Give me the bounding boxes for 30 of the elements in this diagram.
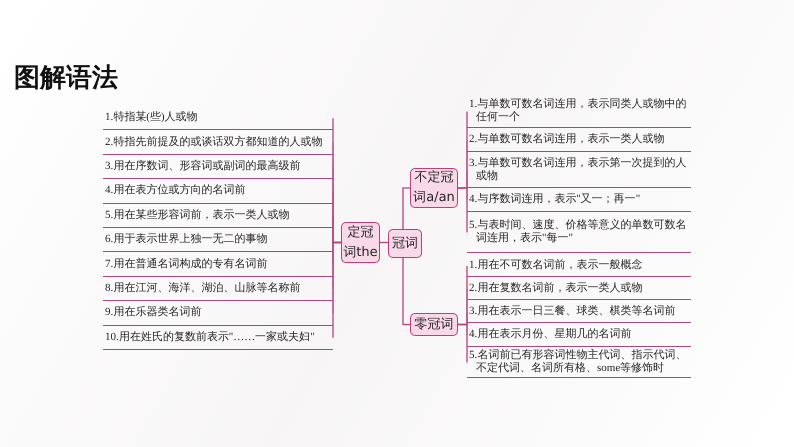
connector-line [402,258,410,326]
page-title: 图解语法 [14,62,118,95]
rule-line-item: 1.与单数可数名词连用，表示同类人或物中的任何一个 [467,95,691,128]
connector-line [402,187,410,229]
connector-line [458,187,468,232]
rule-line-item: 9.用在乐器类名词前 [103,301,333,326]
rule-line-item: 1.特指某(些)人或物 [103,106,333,130]
branch-topic-box: 定冠词the [341,222,380,263]
rule-line-item: 4.用在表示月份、星期几的名词前 [467,323,691,347]
rule-line-item: 7.用在普通名词构成的专有名词前 [103,252,333,277]
branch-topic-box: 零冠词 [410,313,458,336]
rule-line-item: 8.用在江河、海洋、湖泊、山脉等名称前 [103,276,333,302]
rule-line-item: 6.用于表示世界上独一无二的事物 [103,228,333,252]
rule-line-item: 4.与序数词连用，表示"又一；再一" [467,188,691,212]
rule-line-item: 3.用在序数词、形容词或副词的最高级前 [103,154,333,180]
rule-line-item: 4.用在表方位或方向的名词前 [103,179,333,204]
rule-line-item: 5.名词前已有形容词性物主代词、指示代词、不定代词、名词所有格、some等修饰时 [467,347,691,378]
rule-line-item: 10.用在姓氏的复数前表示"……一家或夫妇" [103,326,333,350]
rule-line-item: 5.与表时间、速度、价格等意义的单数可数名词连用，表示"每一" [467,212,691,253]
connector-line [458,324,468,362]
rule-line-item: 3.与单数可数名词连用，表示第一次提到的人或物 [467,152,691,188]
branch-topic-box: 不定冠词a/an [410,168,458,208]
rule-line-item: 2.用在复数名词前，表示一类人或物 [467,277,691,300]
rule-line-item: 1.用在不可数名词前，表示一般概念 [467,255,691,277]
rule-line-item: 2.特指先前提及的或谈话双方都知道的人或物 [103,130,333,155]
rule-line-item: 5.用在某些形容词前，表示一类人或物 [103,204,333,228]
rule-line-item: 2.与单数可数名词连用，表示一类人或物 [467,128,691,152]
rule-line-item: 3.用在表示一日三餐、球类、棋类等名词前 [467,300,691,323]
connector-line [332,242,341,338]
central-topic-box: 冠词 [388,229,422,258]
